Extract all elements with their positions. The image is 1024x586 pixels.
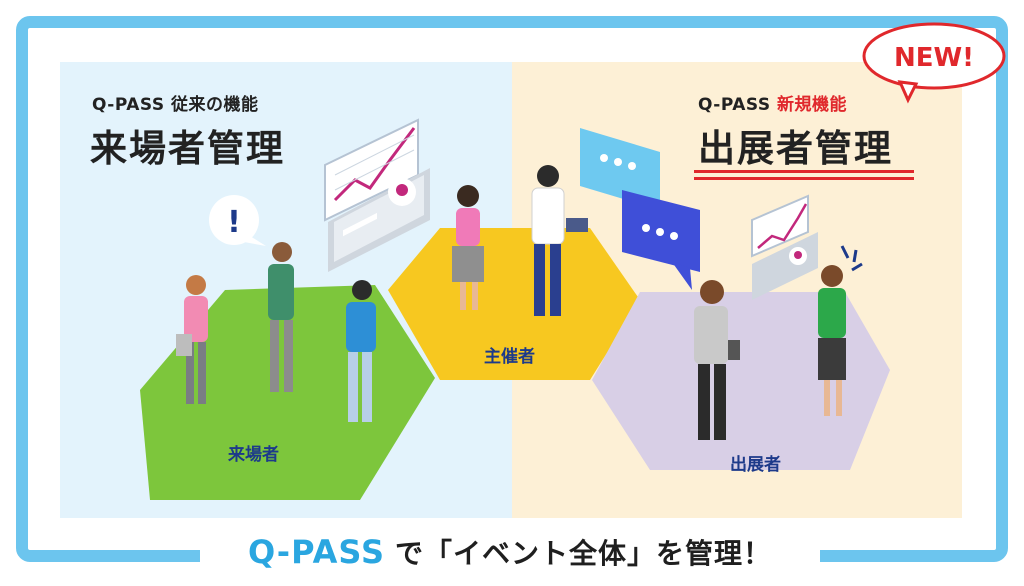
organizer-woman xyxy=(452,185,484,310)
organizer-zone xyxy=(388,228,640,380)
new-badge-text: NEW! xyxy=(894,43,974,73)
chat-bubble-icon xyxy=(580,128,660,210)
organizer-man xyxy=(531,165,588,316)
exclamation-mark: ! xyxy=(227,205,241,240)
exhibitor-zone xyxy=(592,292,890,470)
chat-bubble-icon-2 xyxy=(622,190,700,290)
visitor-person-3 xyxy=(346,280,376,422)
exclamation-bubble-icon xyxy=(209,195,266,246)
footer-tagline: Q-PASS で「イベント全体」を管理！ xyxy=(200,528,820,576)
exhibitor-woman xyxy=(818,265,846,416)
right-title-underline xyxy=(694,170,914,180)
visitor-person-2 xyxy=(268,242,294,392)
visitor-id-card xyxy=(328,168,430,272)
brand-name: Q-PASS xyxy=(247,533,385,571)
tagline-text: で「イベント全体」を管理！ xyxy=(395,537,773,570)
zone-label-organizer: 主催者 xyxy=(484,347,535,367)
exhibitor-id-card xyxy=(752,232,818,300)
left-kicker: Q-PASS 従来の機能 xyxy=(92,95,259,115)
right-kicker: Q-PASS 新規機能 xyxy=(698,90,847,115)
exhibitor-chart-card xyxy=(751,194,809,258)
right-kicker-accent: 新規機能 xyxy=(777,95,848,115)
right-kicker-prefix: Q-PASS xyxy=(698,95,778,115)
zone-label-exhibitors: 出展者 xyxy=(730,455,781,475)
right-title: 出展者管理 xyxy=(698,127,893,170)
left-title: 来場者管理 xyxy=(90,127,285,170)
analytics-chart-card xyxy=(324,118,419,222)
zone-label-visitors: 来場者 xyxy=(228,445,279,465)
new-badge: NEW! xyxy=(862,22,1006,104)
visitor-person-1 xyxy=(176,275,208,404)
exhibitor-man xyxy=(694,280,740,440)
surprise-lines-icon xyxy=(840,245,863,272)
